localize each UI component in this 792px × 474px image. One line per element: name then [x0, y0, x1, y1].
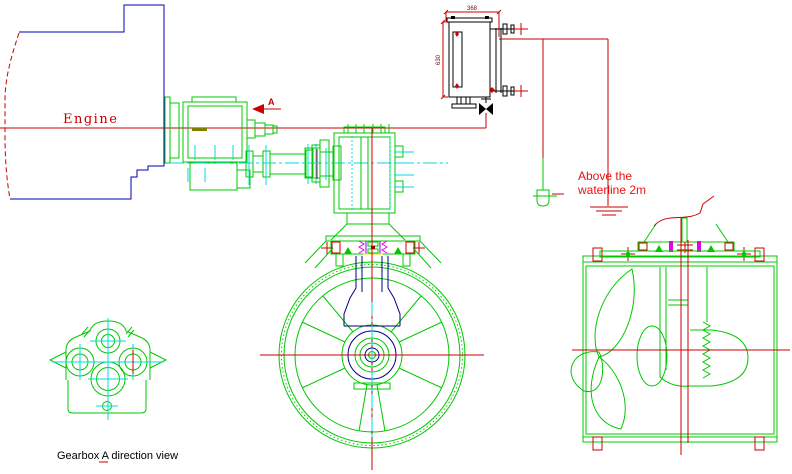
gearbox-front-view: [48, 318, 168, 420]
propeller-hub-side: [690, 329, 749, 387]
thruster-side-view: [570, 195, 790, 455]
spring-elements: [358, 240, 388, 254]
drain-valve: [479, 97, 493, 115]
waterline-note-line2: waterline 2m: [577, 183, 646, 197]
gravity-tank-detail: 368 630: [436, 6, 528, 115]
tank-dimensions: 368 630: [436, 6, 502, 100]
side-lugs: [48, 351, 168, 369]
tank-feet: [451, 96, 477, 109]
waterline-note-line1: Above the: [578, 169, 632, 183]
thruster-upper-housing: [305, 124, 414, 241]
engine-outline: Engine: [4, 4, 165, 200]
dim-height: 630: [436, 54, 442, 65]
caption-group: Gearbox A direction view: [57, 450, 178, 463]
section-arrow: A: [252, 97, 281, 114]
engine-label: Engine: [63, 112, 118, 127]
engine-centerline: [0, 113, 487, 129]
bolt-crosses: [321, 242, 425, 254]
hatched-pad: [405, 241, 415, 254]
support-pedestal: [346, 212, 390, 225]
tank-level-slot: [452, 31, 463, 88]
waterline-annotation: Above the waterline 2m: [577, 169, 646, 216]
flexible-hose: [653, 195, 715, 227]
section-arrowhead: [252, 104, 264, 114]
dim-width: 368: [467, 6, 478, 12]
gearbox-side-view: [164, 96, 278, 191]
propeller-blades-side: [570, 268, 668, 430]
gear-leg-side: [659, 267, 749, 387]
gearbox-oil-mark: [192, 128, 207, 131]
mounting-flange-side: [599, 217, 761, 261]
gearbox-view-caption: Gearbox A direction view: [57, 450, 178, 462]
side-vertical-centerlines: [680, 218, 689, 455]
tank-body: [448, 21, 491, 98]
section-letter: A: [268, 97, 275, 107]
duct-spokes: [301, 295, 443, 432]
hatched-pad: [592, 247, 603, 262]
mounting-flange-front: [304, 235, 442, 269]
thruster-front-view: [260, 128, 484, 470]
level-gauge: [489, 23, 528, 97]
hatched-pad: [754, 436, 765, 451]
waterline-symbol: [590, 206, 628, 216]
hatched-pad: [754, 247, 765, 262]
hatched-pad: [592, 436, 603, 451]
hatched-pad: [331, 241, 341, 254]
vent-head: [533, 158, 564, 207]
wing-plates: [304, 240, 442, 269]
